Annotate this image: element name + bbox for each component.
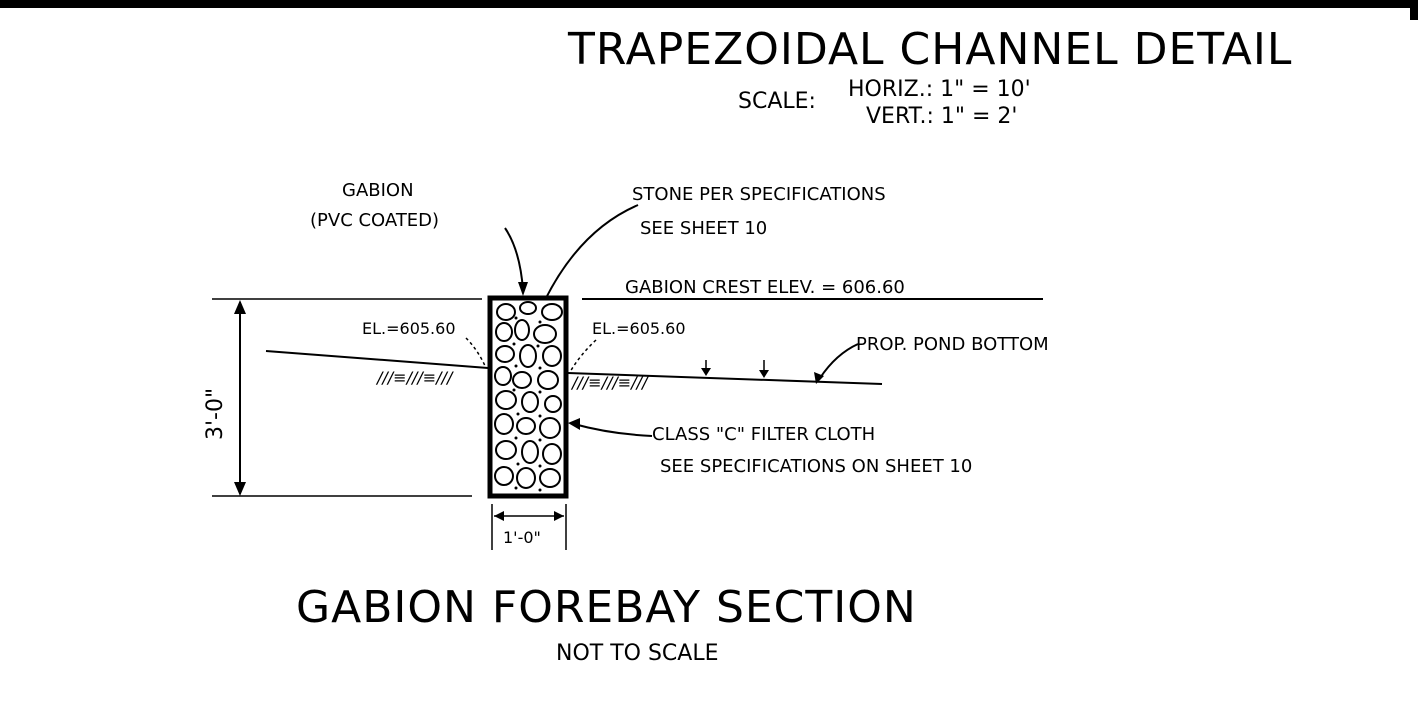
stone-leader [544,204,639,301]
elevation-right-leader [569,339,597,373]
not-to-scale-note: NOT TO SCALE [556,641,719,666]
gabion-label: GABION [342,180,414,201]
pond-bottom-label: PROP. POND BOTTOM [856,334,1049,355]
height-arrow-bottom [234,482,246,496]
elevation-left-leader [465,337,487,369]
right-border [1410,0,1418,20]
gabion-leader-arrow [518,282,528,296]
filter-cloth-label-line2: SEE SPECIFICATIONS ON SHEET 10 [660,456,972,477]
gabion-basket [487,295,569,499]
elevation-left-label: EL.=605.60 [362,319,456,338]
height-dimension-label: 3'-0" [203,388,228,440]
width-arrow-right [554,511,564,521]
stone-label-line2: SEE SHEET 10 [640,218,767,239]
scale-vert: VERT.: 1" = 2' [866,104,1017,129]
height-arrow-top [234,300,246,314]
pond-bottom-leader [819,343,859,379]
section-title: GABION FOREBAY SECTION [296,582,917,633]
soil-hatch-right: ///≡///≡/// [570,373,649,392]
top-border [0,0,1418,8]
gabion-leader [504,227,524,291]
width-dimension-label: 1'-0" [503,528,541,547]
scale-horiz: HORIZ.: 1" = 10' [848,77,1031,102]
water-mark-1-arrow [701,368,711,376]
gabion-stipple [512,316,542,492]
ground-line-left [265,350,489,369]
page-title: TRAPEZOIDAL CHANNEL DETAIL [567,24,1292,75]
ground-line-right [567,372,883,385]
filter-cloth-leader [573,423,653,437]
stone-label-line1: STONE PER SPECIFICATIONS [632,184,886,205]
gabion-stone-fill [494,301,563,489]
crest-elevation-label: GABION CREST ELEV. = 606.60 [625,277,905,298]
scale-label: SCALE: [738,89,816,114]
water-mark-2-arrow [759,370,769,378]
filter-cloth-arrow [568,418,580,430]
pond-bottom-arrow [814,372,824,384]
filter-cloth-label-line1: CLASS "C" FILTER CLOTH [652,424,875,445]
width-arrow-left [494,511,504,521]
elevation-right-label: EL.=605.60 [592,319,686,338]
gabion-coated-label: (PVC COATED) [310,210,439,231]
soil-hatch-left: ///≡///≡/// [375,368,454,387]
